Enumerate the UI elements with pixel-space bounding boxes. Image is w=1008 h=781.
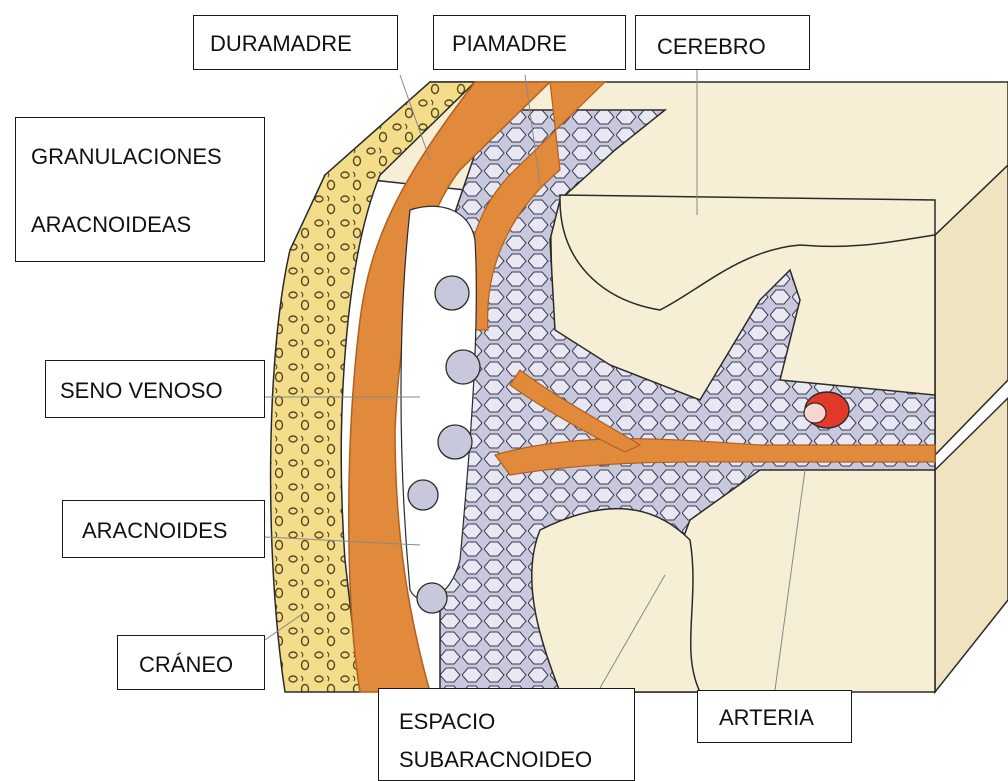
brain-lower-lobe <box>532 509 700 692</box>
label-duramadre: DURAMADRE <box>193 15 398 70</box>
label-piamadre: PIAMADRE <box>433 15 626 70</box>
arachnoid-granulation-3 <box>438 425 472 459</box>
label-seno-venoso-text: SENO VENOSO <box>60 380 223 402</box>
label-espacio-subaracnoideo: ESPACIO SUBARACNOIDEO <box>378 688 635 781</box>
label-aracnoides: ARACNOIDES <box>62 500 265 558</box>
label-arteria-text: ARTERIA <box>719 707 814 729</box>
label-piamadre-text: PIAMADRE <box>452 33 567 55</box>
label-seno-venoso: SENO VENOSO <box>45 360 265 418</box>
label-cerebro: CEREBRO <box>635 15 810 70</box>
label-aracnoides-text: ARACNOIDES <box>82 520 227 542</box>
label-craneo: CRÁNEO <box>117 635 265 690</box>
arachnoid-granulation-5 <box>417 583 447 613</box>
arachnoid-granulation-2 <box>446 350 480 384</box>
label-craneo-text: CRÁNEO <box>139 654 233 676</box>
arachnoid-granulation-1 <box>435 276 469 310</box>
label-granulaciones-aracnoideas: GRANULACIONES ARACNOIDEAS <box>15 117 265 262</box>
label-granulaciones-line2: ARACNOIDEAS <box>31 214 191 236</box>
arachnoid-granulation-4 <box>408 480 438 510</box>
label-cerebro-text: CEREBRO <box>657 36 766 58</box>
label-arteria: ARTERIA <box>697 690 852 743</box>
label-espacio-line1: ESPACIO <box>399 711 495 733</box>
label-espacio-line2: SUBARACNOIDEO <box>399 749 592 771</box>
label-granulaciones-line1: GRANULACIONES <box>31 146 222 168</box>
artery-lumen <box>804 403 826 423</box>
label-duramadre-text: DURAMADRE <box>210 33 352 55</box>
